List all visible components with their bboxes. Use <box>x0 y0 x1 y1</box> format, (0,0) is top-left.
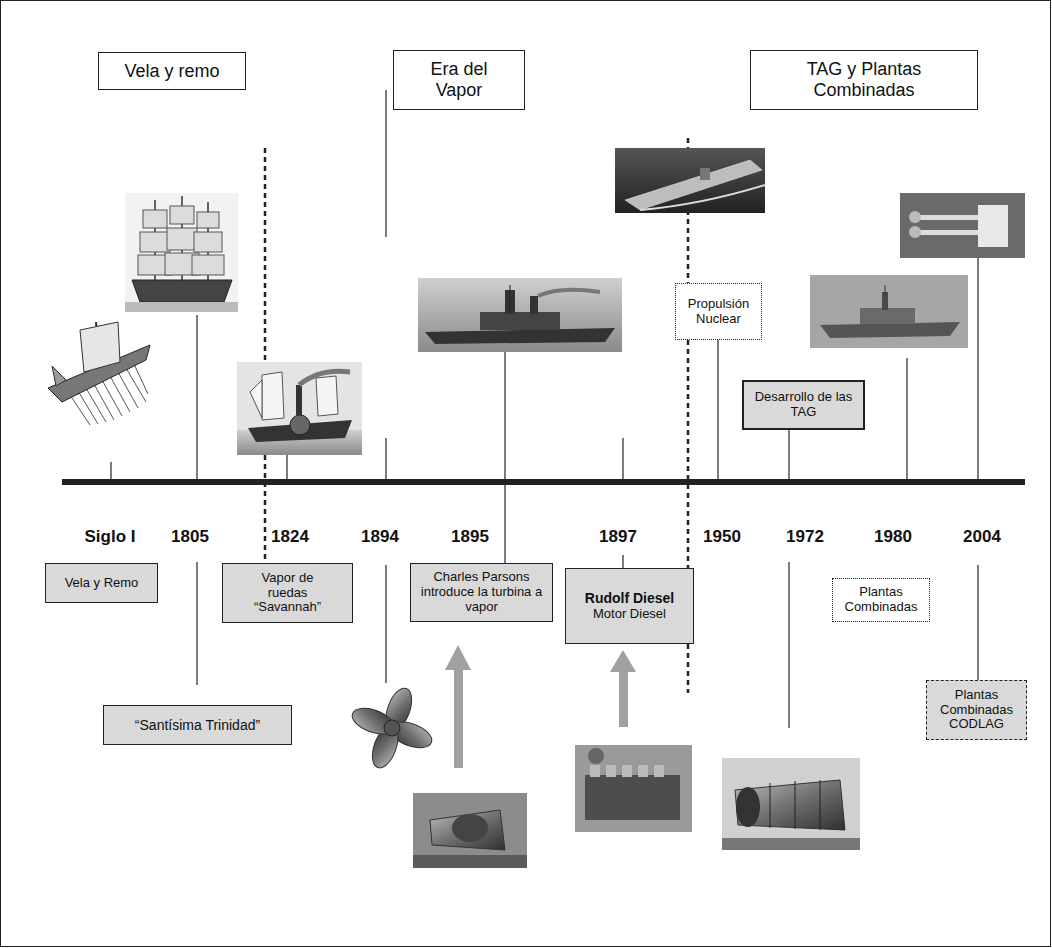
paddle-steamer-picture <box>237 362 362 455</box>
box-text: Vela y Remo <box>65 576 139 591</box>
year-label: 2004 <box>942 527 1022 547</box>
timeline-box: Rudolf DieselMotor Diesel <box>565 568 694 644</box>
year-text: 1894 <box>361 527 399 546</box>
box-text: Plantas Combinadas <box>839 585 923 615</box>
box-text: Propulsión Nuclear <box>680 297 757 327</box>
box-text: “Santísima Trinidad” <box>135 717 260 733</box>
year-label: Siglo I <box>70 527 150 547</box>
propeller-picture <box>349 685 435 771</box>
year-label: 1950 <box>682 527 762 547</box>
box-text: Rudolf Diesel <box>585 590 674 606</box>
battleship-picture <box>418 278 622 352</box>
ship-of-the-line-picture <box>125 193 238 312</box>
box-text: Motor Diesel <box>593 607 666 622</box>
timeline-box: Vapor de ruedas “Savannah” <box>222 563 353 623</box>
box-text: Vapor de ruedas “Savannah” <box>253 571 322 616</box>
timeline-box: Vela y Remo <box>45 563 158 603</box>
timeline-box: Desarrollo de las TAG <box>742 380 865 430</box>
year-text: 1897 <box>599 527 637 546</box>
box-text: Vela y remo <box>124 61 219 82</box>
year-label: 1895 <box>430 527 510 547</box>
diesel-engine-picture <box>575 745 692 832</box>
year-text: 1895 <box>451 527 489 546</box>
timeline-axis <box>62 479 1025 485</box>
box-text: Era del Vapor <box>414 59 504 100</box>
timeline-box: Charles Parsons introduce la turbina a v… <box>410 563 553 622</box>
year-label: 1980 <box>853 527 933 547</box>
box-text: Charles Parsons introduce la turbina a v… <box>417 570 546 615</box>
galley-picture <box>48 322 150 425</box>
leader-lines <box>111 90 978 728</box>
year-text: 1805 <box>171 527 209 546</box>
timeline-box: Plantas Combinadas CODLAG <box>926 680 1027 740</box>
year-text: 1980 <box>874 527 912 546</box>
timeline-box: Vela y remo <box>98 52 246 90</box>
year-label: 1894 <box>340 527 420 547</box>
box-text: Desarrollo de las TAG <box>752 390 855 420</box>
year-text: 1950 <box>703 527 741 546</box>
aircraft-carrier-picture <box>615 148 765 213</box>
year-text: 1972 <box>786 527 824 546</box>
codlag-plant-picture <box>900 193 1025 258</box>
timeline-box: Plantas Combinadas <box>832 578 930 622</box>
timeline-box: Propulsión Nuclear <box>675 283 762 340</box>
timeline-box: “Santísima Trinidad” <box>103 705 292 745</box>
year-label: 1824 <box>250 527 330 547</box>
box-text: Plantas Combinadas CODLAG <box>931 688 1022 733</box>
year-text: 1824 <box>271 527 309 546</box>
timeline-box: Era del Vapor <box>393 50 525 110</box>
year-label: 1805 <box>150 527 230 547</box>
year-label: 1972 <box>765 527 845 547</box>
gas-turbine-picture <box>722 758 860 850</box>
timeline-box: TAG y Plantas Combinadas <box>750 50 978 110</box>
year-text: 2004 <box>963 527 1001 546</box>
year-label: 1897 <box>578 527 658 547</box>
box-text: TAG y Plantas Combinadas <box>761 59 967 100</box>
steam-turbine-picture <box>413 793 527 868</box>
year-text: Siglo I <box>85 527 136 546</box>
frigate-picture <box>810 275 968 348</box>
